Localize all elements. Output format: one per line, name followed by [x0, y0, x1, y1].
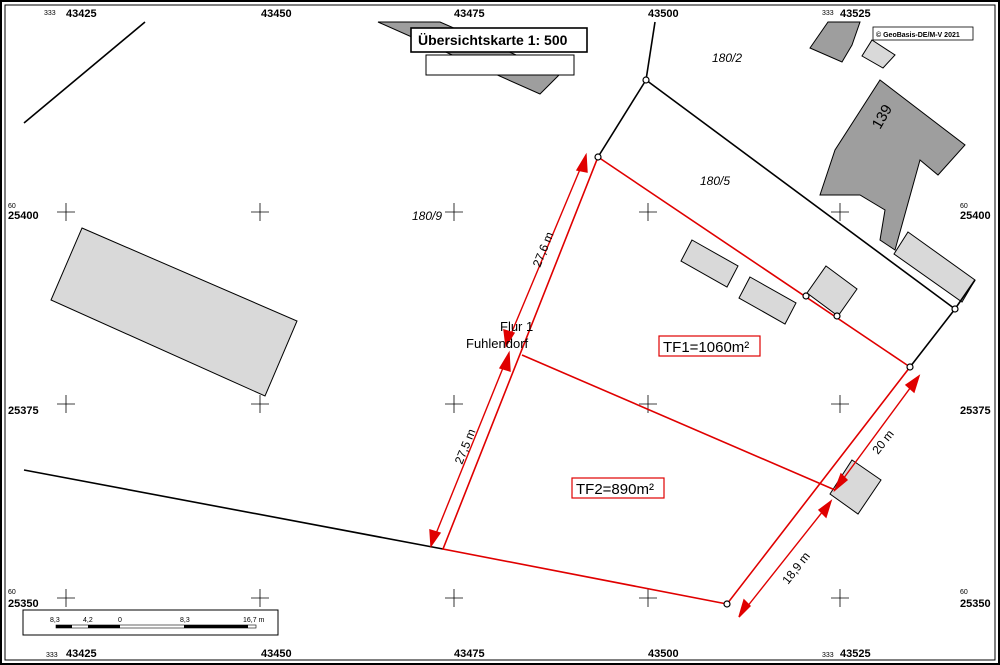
- building-left: [50, 227, 298, 397]
- svg-text:43425: 43425: [66, 8, 97, 20]
- svg-text:43450: 43450: [261, 648, 292, 660]
- dimension-lines: [429, 152, 921, 618]
- svg-text:43475: 43475: [454, 648, 485, 660]
- svg-text:60: 60: [8, 203, 16, 210]
- svg-text:16,7 m: 16,7 m: [243, 617, 265, 624]
- svg-text:25375: 25375: [960, 405, 991, 417]
- area-box-tf1: [658, 335, 761, 357]
- svg-text:43425: 43425: [66, 648, 97, 660]
- area-label-tf1: TF1=1060m²: [663, 339, 749, 356]
- svg-text:25400: 25400: [8, 210, 39, 222]
- svg-text:25350: 25350: [960, 598, 991, 610]
- svg-text:0: 0: [118, 617, 122, 624]
- svg-text:60: 60: [960, 203, 968, 210]
- parcel-label-180-5: 180/5: [700, 174, 730, 188]
- parcel-label-180-2: 180/2: [712, 51, 742, 65]
- svg-text:333: 333: [822, 652, 834, 659]
- buildings: [50, 21, 976, 515]
- shed-2: [738, 276, 797, 325]
- svg-text:333: 333: [822, 10, 834, 17]
- area-box-tf2: [571, 477, 665, 499]
- svg-text:333: 333: [46, 652, 58, 659]
- survey-points: [594, 76, 959, 608]
- bottom-easting-labels: 333 43425 43450 43475 43500 333 43525: [46, 648, 871, 660]
- svg-text:333: 333: [44, 10, 56, 17]
- svg-text:43450: 43450: [261, 8, 292, 20]
- left-northing-labels: 60 25400 25375 60 25350: [8, 203, 39, 610]
- building-right-strip: [893, 231, 976, 303]
- map-inner-frame: [4, 4, 996, 661]
- copyright-box: [872, 26, 974, 41]
- svg-text:25400: 25400: [960, 210, 991, 222]
- svg-text:25350: 25350: [8, 598, 39, 610]
- parcel-boundaries: [23, 21, 976, 550]
- svg-text:43500: 43500: [648, 8, 679, 20]
- top-easting-labels: 333 43425 43450 43475 43500 333 43525: [44, 8, 871, 20]
- svg-text:60: 60: [960, 589, 968, 596]
- district-label: Fuhlendorf: [466, 336, 529, 351]
- building-top-right-a: [809, 21, 861, 63]
- title-box: [410, 27, 588, 53]
- svg-text:8,3: 8,3: [180, 617, 190, 624]
- svg-text:43525: 43525: [840, 648, 871, 660]
- shed-1: [680, 239, 739, 288]
- flur-label: Flur 1: [500, 319, 533, 334]
- scale-bar: 8,3 4,2 0 8,3 16,7 m: [22, 609, 279, 636]
- svg-text:43475: 43475: [454, 8, 485, 20]
- svg-text:4,2: 4,2: [83, 617, 93, 624]
- svg-text:60: 60: [8, 589, 16, 596]
- parcel-label-180-9: 180/9: [412, 209, 442, 223]
- subtitle-box: [425, 54, 575, 76]
- map-title: Übersichtskarte 1: 500: [418, 32, 568, 48]
- right-northing-labels: 60 25400 25375 60 25350: [960, 203, 991, 610]
- svg-text:43500: 43500: [648, 648, 679, 660]
- svg-text:8,3: 8,3: [50, 617, 60, 624]
- copyright-text: © GeoBasis-DE/M-V 2021: [876, 31, 960, 39]
- building-139: [819, 79, 966, 251]
- svg-text:43525: 43525: [840, 8, 871, 20]
- grid-crosses: [57, 203, 849, 607]
- area-label-tf2: TF2=890m²: [576, 481, 654, 498]
- svg-text:25375: 25375: [8, 405, 39, 417]
- building-top-right-b: [861, 39, 896, 69]
